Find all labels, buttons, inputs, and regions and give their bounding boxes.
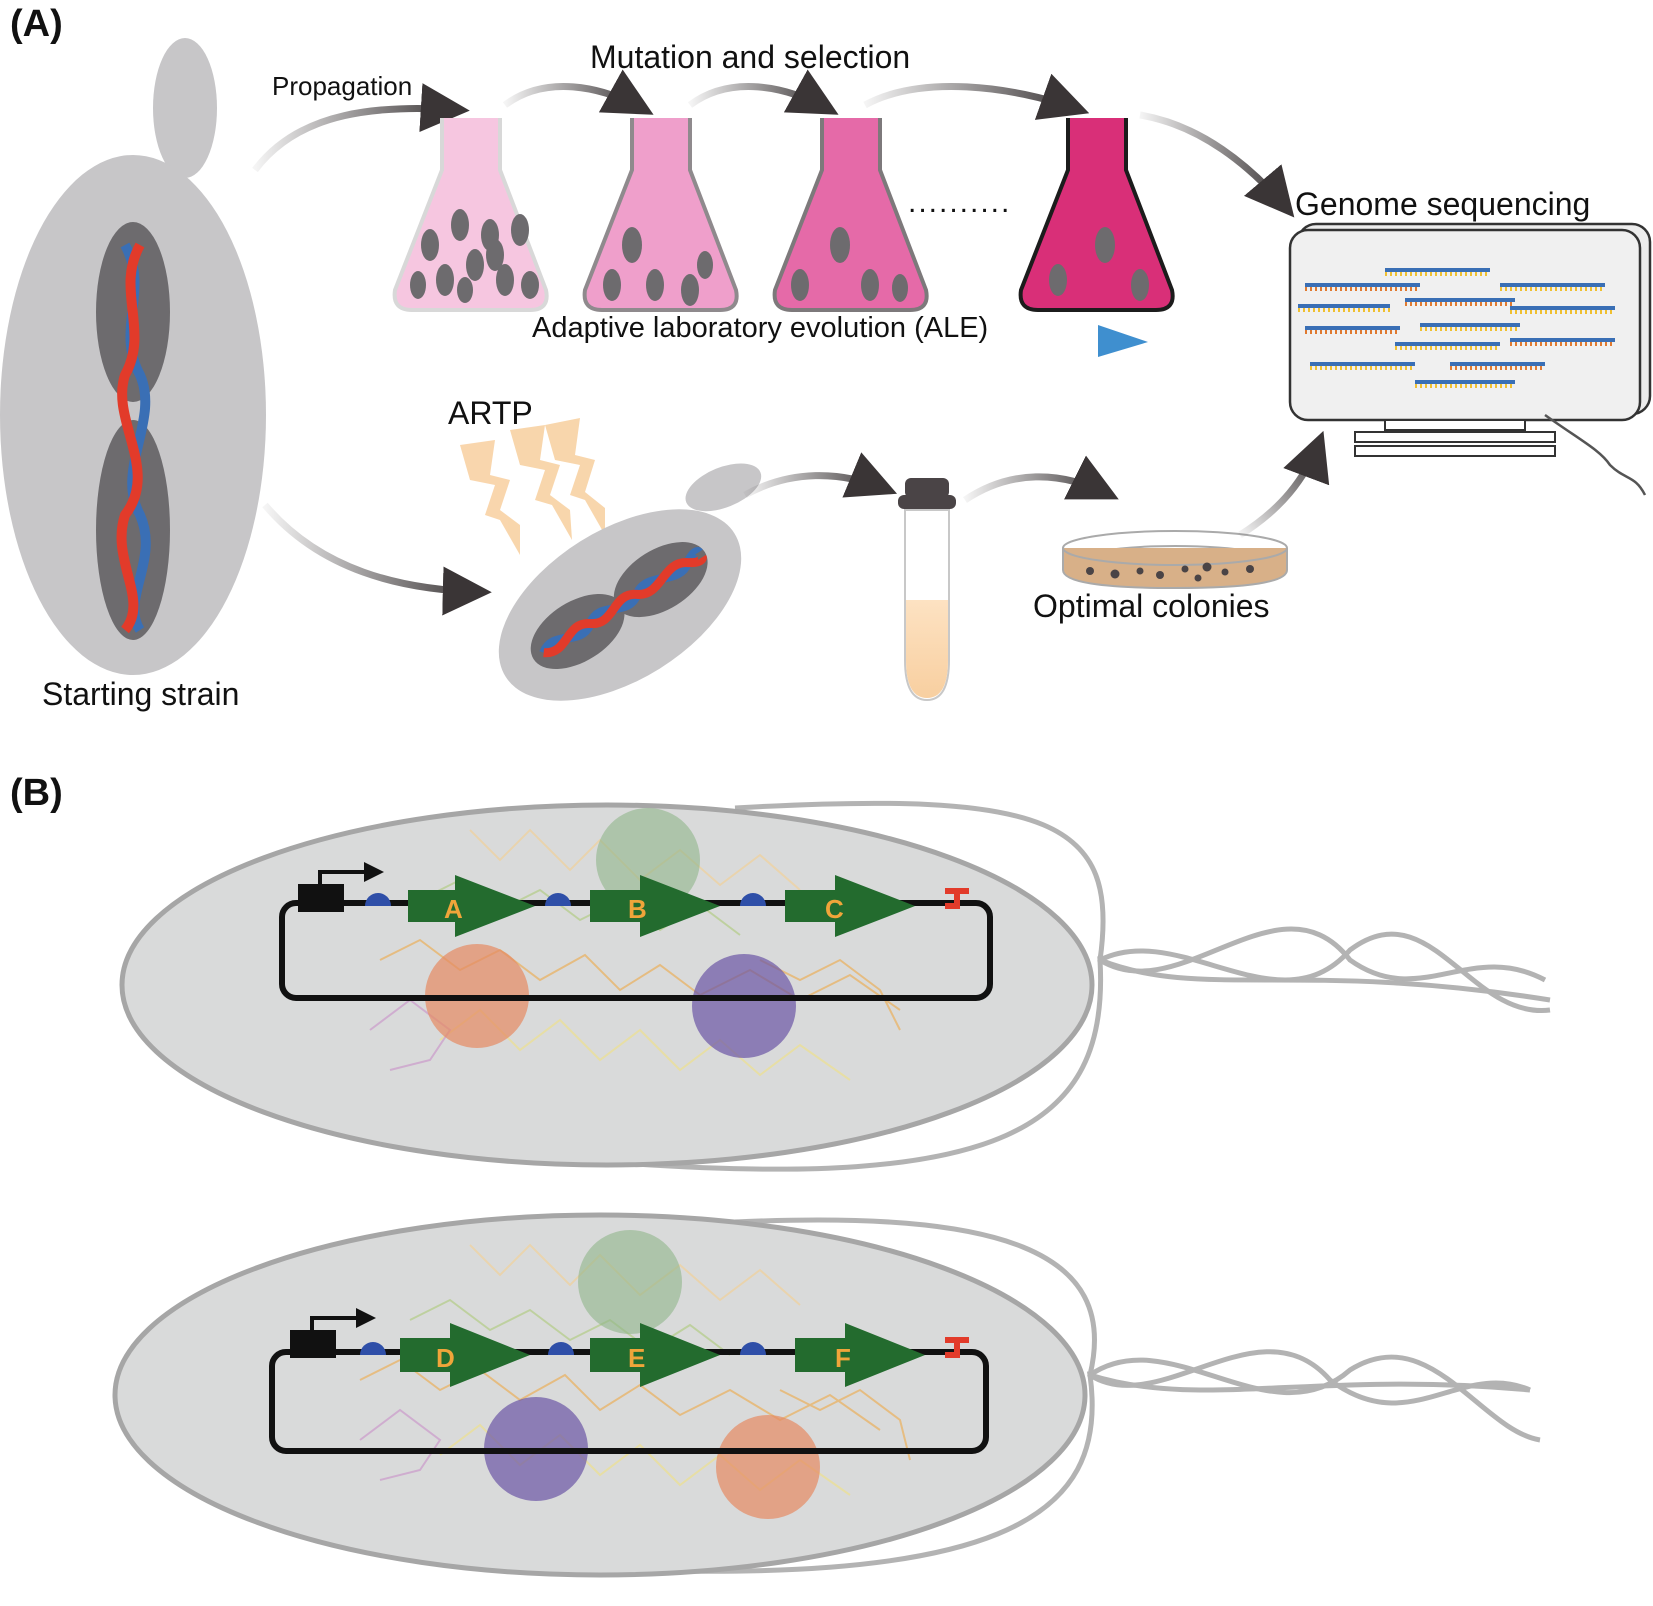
computer-monitor-icon [1288, 222, 1652, 496]
flask-2 [582, 118, 739, 312]
to-sequencing-arrow-lower [1238, 430, 1330, 538]
gene-label-f: F [835, 1343, 851, 1373]
genome-sequencing-label: Genome sequencing [1295, 186, 1590, 222]
enzyme-blob-green-2 [578, 1230, 682, 1334]
gene-cassette-2: D E F [360, 1323, 969, 1387]
bacterium-2: D E F [112, 1212, 1541, 1578]
terminator-2 [945, 1337, 969, 1358]
bacterium-1: A B C [119, 800, 1551, 1172]
to-sequencing-arrow [1139, 111, 1295, 218]
enzyme-blob-orange-2 [716, 1415, 820, 1519]
starting-strain-cell [0, 38, 266, 675]
promoter-arrow-2 [310, 1308, 376, 1330]
microtube [898, 478, 956, 702]
gene-label-b: B [628, 894, 647, 924]
ale-arrow-head [1098, 325, 1148, 357]
artp-beams [460, 418, 605, 555]
panel-b-label: (B) [10, 772, 63, 814]
flask-3 [772, 118, 929, 312]
selection-arrow-2 [687, 69, 839, 115]
flask-1 [392, 118, 549, 312]
gene-label-d: D [436, 1343, 455, 1373]
petri-dish [1062, 530, 1288, 590]
optimal-colonies-label: Optimal colonies [1033, 588, 1270, 624]
to-plate-arrow [963, 455, 1119, 503]
flagella-2 [559, 1217, 1541, 1574]
terminator-1 [945, 888, 969, 909]
propagation-arrow [252, 83, 470, 173]
flagella-1 [619, 800, 1551, 1172]
mutation-selection-label: Mutation and selection [590, 39, 910, 75]
selection-arrow-1 [502, 69, 654, 115]
selection-arrow-3 [863, 73, 1090, 120]
panel-a-label: (A) [10, 3, 63, 45]
flask-4 [1018, 118, 1175, 312]
artp-path-arrow [262, 502, 492, 616]
gene-label-a: A [444, 894, 463, 924]
to-tube-arrow [743, 452, 898, 499]
ale-label: Adaptive laboratory evolution (ALE) [532, 312, 988, 344]
artp-label: ARTP [448, 395, 533, 431]
promoter-arrow-1 [318, 862, 384, 884]
promoter-block-1 [298, 884, 344, 912]
nucleus-lower [96, 420, 170, 640]
promoter-block-2 [290, 1330, 336, 1358]
enzyme-blob-green [596, 808, 700, 912]
propagation-label: Propagation [272, 71, 412, 101]
gene-label-e: E [628, 1343, 645, 1373]
enzyme-blob-purple [692, 954, 796, 1058]
gene-label-c: C [825, 894, 844, 924]
gene-cassette-1: A B C [365, 875, 969, 937]
mutated-strain-cell [498, 463, 762, 701]
starting-strain-label: Starting strain [42, 676, 239, 712]
dna-strand-red [116, 242, 145, 634]
continuation-dots: .......... [908, 186, 1011, 219]
